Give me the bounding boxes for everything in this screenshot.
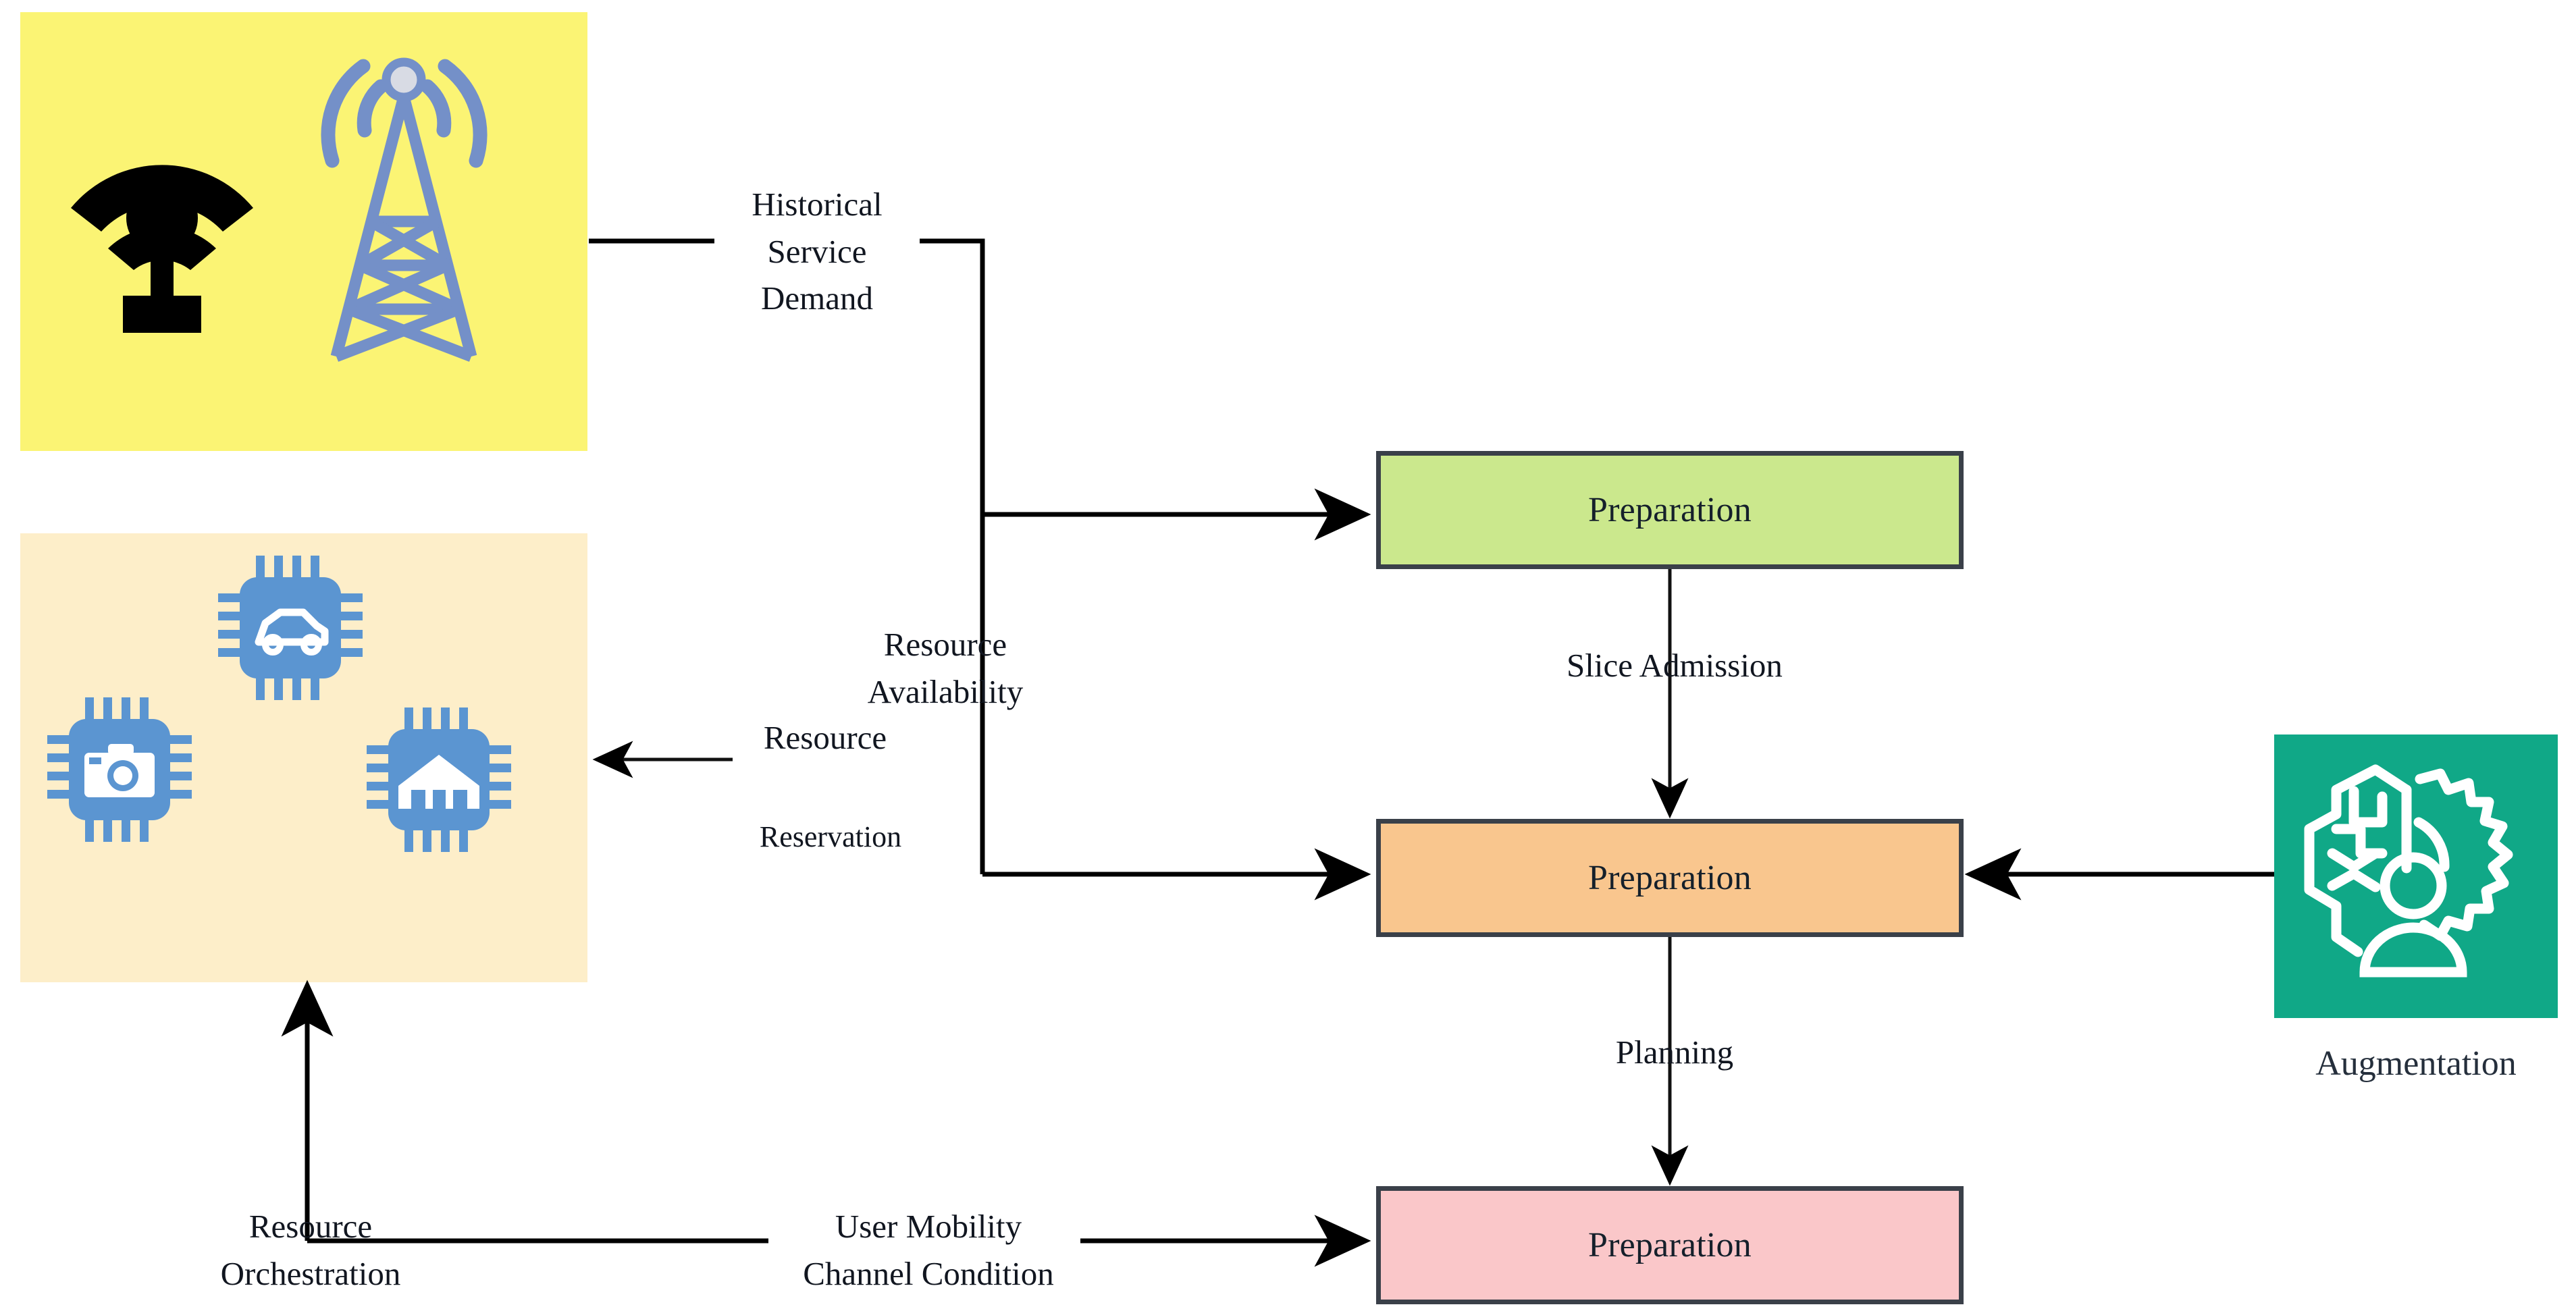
vehicle-chip-icon	[218, 556, 363, 700]
label-resource-availability: Resource Availability	[797, 621, 1094, 715]
hsd-line-3: Demand	[761, 279, 873, 317]
hsd-line-2: Service	[767, 232, 867, 270]
wire-hsd-trunk	[920, 238, 985, 874]
radio-access-icons	[71, 57, 488, 362]
cell-tower-icon	[321, 59, 488, 168]
hsd-line-1: Historical	[752, 186, 883, 223]
house-chip-icon	[367, 707, 511, 852]
iot-chip-icons	[47, 556, 511, 852]
radio-access-network-panel	[20, 12, 587, 451]
tower-mast	[330, 95, 477, 362]
process-box-preparation-pink[interactable]: Preparation	[1376, 1186, 1964, 1304]
ro-line-1: Resource	[248, 1208, 373, 1245]
ra-line-2: Availability	[867, 672, 1024, 710]
broadcast-signal-icon	[71, 165, 253, 333]
process-box-preparation-green[interactable]: Preparation	[1376, 451, 1964, 569]
brain-gear-person-icon	[2304, 764, 2513, 978]
label-historical-service-demand: Historical Service Demand	[716, 181, 918, 322]
box-label-green: Preparation	[1588, 491, 1752, 529]
label-resource-reservation-line2: Reservation	[759, 820, 902, 853]
ro-line-2: Orchestration	[220, 1254, 401, 1292]
label-resource-orchestration: Resource Orchestration	[189, 1203, 432, 1297]
augmentation-caption: Augmentation	[2315, 1044, 2517, 1083]
label-user-mobility-channel-condition: User Mobility Channel Condition	[770, 1203, 1087, 1297]
box-label-pink: Preparation	[1588, 1226, 1752, 1264]
umcc-line-2: Channel Condition	[803, 1254, 1054, 1292]
tower-antenna-dot	[382, 57, 426, 102]
process-box-preparation-orange[interactable]: Preparation	[1376, 819, 1964, 937]
umcc-line-1: User Mobility	[835, 1208, 1022, 1245]
label-slice-admission: Slice Admission	[1567, 647, 1783, 684]
camera-chip-icon	[47, 697, 192, 842]
iot-device-panel	[20, 533, 587, 982]
label-resource-reservation-line1: Resource	[763, 719, 887, 756]
ra-line-1: Resource	[883, 626, 1007, 663]
ai-augmentation-panel	[2274, 734, 2558, 1018]
label-planning: Planning	[1615, 1034, 1734, 1071]
box-label-orange: Preparation	[1588, 859, 1752, 897]
